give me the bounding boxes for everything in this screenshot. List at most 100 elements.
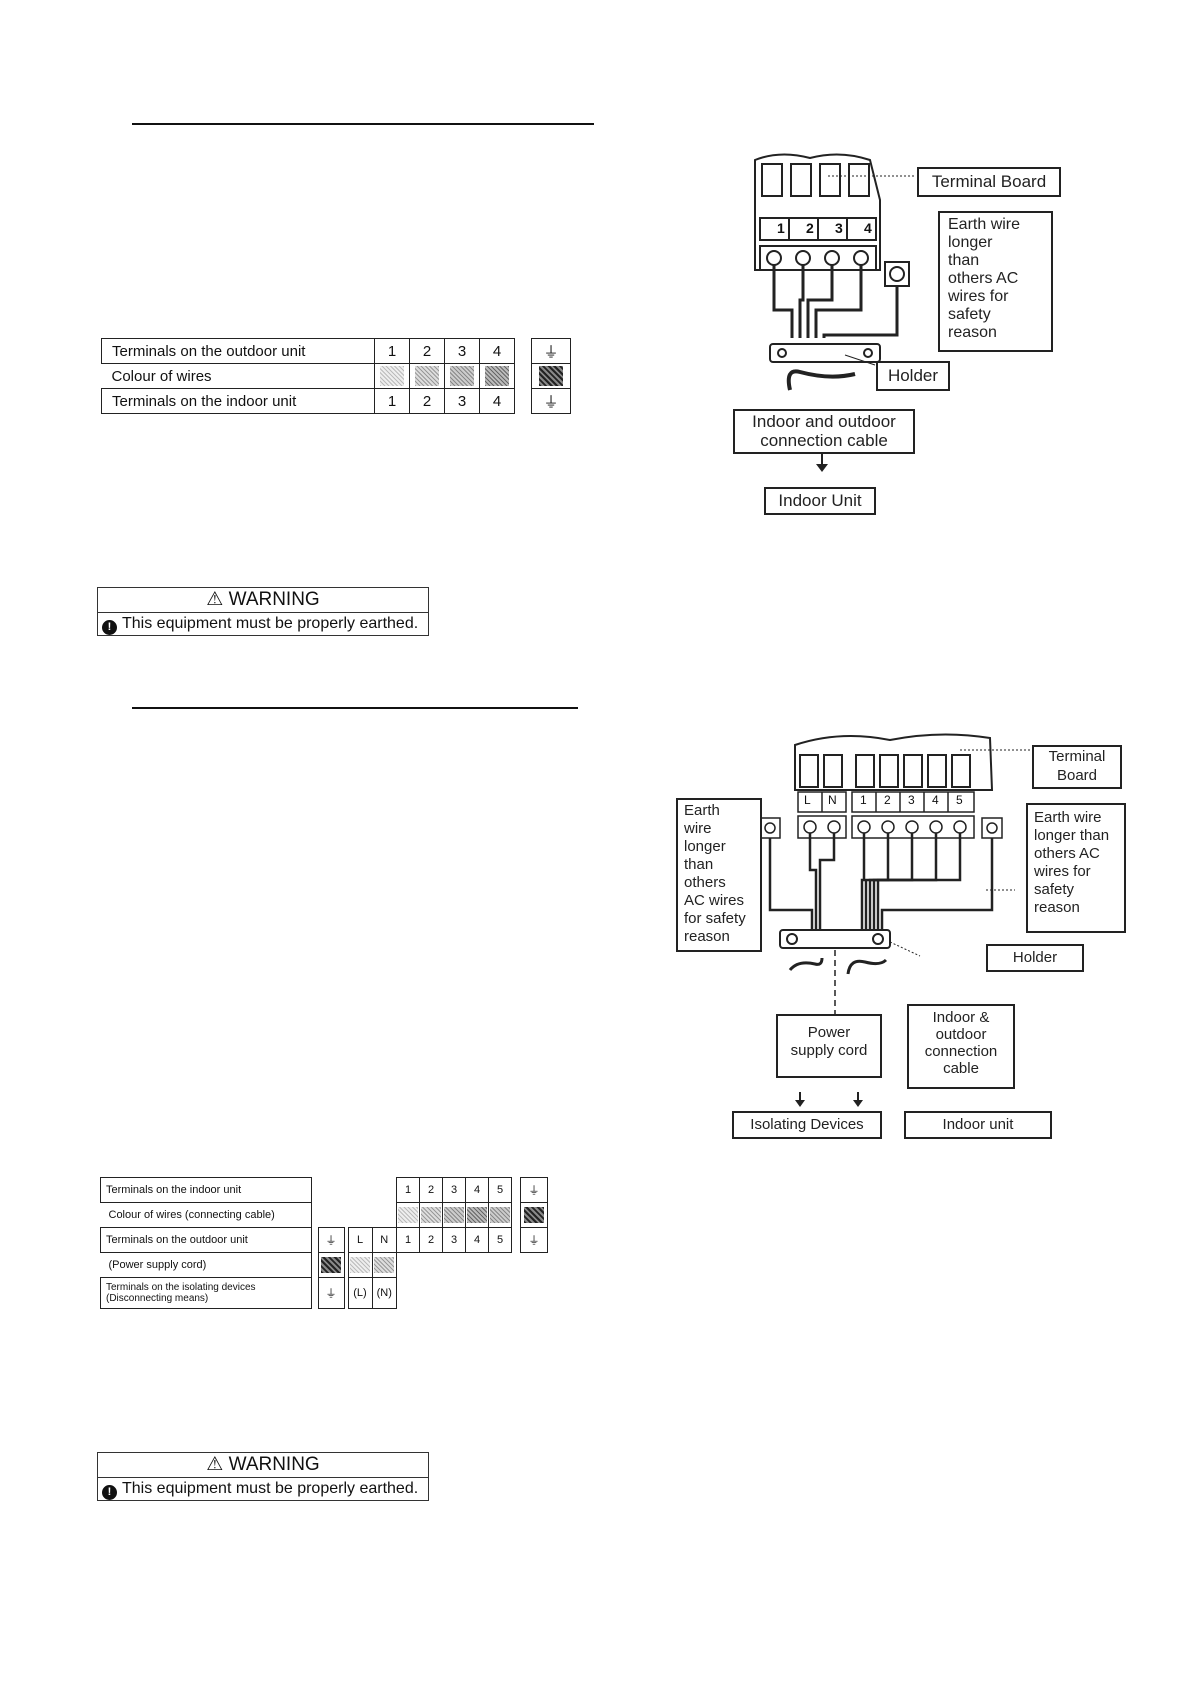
s2-earth-note-right-line: reason — [1034, 899, 1080, 916]
s1-warning-title: ⚠ WARNING — [98, 588, 428, 613]
mandatory-icon: ! — [102, 620, 117, 635]
s2-indoor-terminal-4: 4 — [465, 1177, 489, 1203]
s2-wire-colour-4 — [465, 1202, 489, 1228]
s1-cable-line: connection cable — [760, 431, 888, 450]
s2-cable-line: cable — [943, 1060, 979, 1077]
s2-outdoor-terminal-1: 1 — [396, 1227, 420, 1253]
s2-isolating-earth-icon: ⏚ — [317, 1277, 345, 1309]
s1-earth-note-line: than — [948, 252, 980, 269]
s2-wire-colour-3 — [442, 1202, 466, 1228]
s1-terminal-label-1: 1 — [777, 220, 785, 236]
s2-earth-note-left-line: for safety — [684, 910, 746, 927]
s1-outdoor-terminal-1: 1 — [374, 338, 410, 364]
s2-cable-line: outdoor — [935, 1026, 987, 1043]
s2-power-colour-L — [347, 1252, 373, 1278]
s2-earth-note-left: Earth wire longer than others AC wires f… — [676, 798, 762, 952]
s1-terminal-board-label: Terminal Board — [917, 167, 1061, 197]
s2-row-indoor-label: Terminals on the indoor unit — [100, 1177, 312, 1203]
s2-warning-body: !This equipment must be properly earthed… — [98, 1478, 428, 1500]
s2-wire-colour-2 — [419, 1202, 443, 1228]
s2-terminal-2: 2 — [884, 793, 891, 807]
s2-row-isolating-label: Terminals on the isolating devices (Disc… — [100, 1277, 312, 1309]
s1-wire-colour-2 — [409, 363, 445, 389]
s2-outdoor-terminal-3: 3 — [442, 1227, 466, 1253]
s1-terminal-label-3: 3 — [835, 220, 843, 236]
s1-earth-note-line: wires for — [948, 288, 1009, 305]
s1-wire-colour-4 — [479, 363, 515, 389]
s1-earth-note-line: safety — [948, 306, 991, 323]
s2-outdoor-terminal-4: 4 — [465, 1227, 489, 1253]
s2-power-cord-line: Power — [807, 1024, 851, 1041]
s2-outdoor-terminal-2: 2 — [419, 1227, 443, 1253]
s2-outdoor-terminal-L: L — [347, 1227, 373, 1253]
s1-earth-note-line: others AC — [948, 270, 1019, 287]
s1-earth-wire-note: Earth wire longer than others AC wires f… — [938, 211, 1053, 352]
s2-earth-note-left-line: others — [684, 874, 726, 891]
s2-terminal-5: 5 — [956, 793, 963, 807]
s1-connection-cable-label: Indoor and outdoor connection cable — [733, 409, 915, 454]
s2-isolating-terminal-L: (L) — [347, 1277, 373, 1309]
s2-wire-colour-1 — [396, 1202, 420, 1228]
s2-isolating-label-line: (Disconnecting means) — [106, 1293, 209, 1304]
s2-isolating-terminal-N: (N) — [371, 1277, 397, 1309]
s2-earth-note-left-line: than — [684, 856, 714, 873]
s2-warning-box: ⚠ WARNING !This equipment must be proper… — [97, 1452, 429, 1501]
s1-outdoor-earth-icon: ⏚ — [531, 338, 571, 364]
section2-wiring-table: Terminals on the indoor unit 1 2 3 4 5 ⏚… — [100, 1177, 548, 1309]
s2-wire-colour-5 — [488, 1202, 512, 1228]
s1-outdoor-terminal-2: 2 — [409, 338, 445, 364]
s1-indoor-earth-icon: ⏚ — [531, 388, 571, 414]
s1-earth-note-line: longer — [948, 234, 993, 251]
section1-wiring-table: Terminals on the outdoor unit 1 2 3 4 ⏚ … — [101, 338, 571, 414]
s2-connection-cable-label: Indoor & outdoor connection cable — [907, 1004, 1015, 1089]
s2-terminal-1: 1 — [860, 793, 867, 807]
s2-wire-colour-earth — [520, 1202, 548, 1228]
s2-terminal-board-label: Terminal Board — [1032, 745, 1122, 789]
s2-warning-text: This equipment must be properly earthed. — [122, 1480, 419, 1497]
s2-board-line: Board — [1056, 767, 1098, 784]
s1-indoor-unit-label: Indoor Unit — [764, 487, 876, 515]
s1-outdoor-terminal-4: 4 — [479, 338, 515, 364]
section1-rule — [132, 123, 594, 125]
s2-cable-line: Indoor & — [932, 1009, 990, 1026]
s1-holder-label: Holder — [876, 361, 950, 391]
s2-power-terminal-L: L — [804, 793, 811, 807]
s2-terminal-4: 4 — [932, 793, 939, 807]
s2-indoor-terminal-5: 5 — [488, 1177, 512, 1203]
s2-outdoor-earth-icon-left: ⏚ — [317, 1227, 345, 1253]
s2-power-colour-earth — [317, 1252, 345, 1278]
s1-earth-note-line: reason — [948, 324, 997, 341]
s2-terminal-board-drawing — [760, 733, 1035, 1107]
s2-earth-note-right-line: longer than — [1034, 827, 1110, 844]
s1-terminal-board-drawing — [754, 153, 915, 472]
s2-row-power-cord-label: (Power supply cord) — [100, 1252, 312, 1278]
s1-terminal-label-4: 4 — [864, 220, 872, 236]
s2-earth-note-left-line: AC wires — [684, 892, 745, 909]
s1-warning-box: ⚠ WARNING !This equipment must be proper… — [97, 587, 429, 636]
s1-earth-note-line: Earth wire — [948, 216, 1021, 233]
s1-row-colour-label: Colour of wires — [101, 363, 375, 389]
s1-indoor-terminal-4: 4 — [479, 388, 515, 414]
s1-wire-colour-earth — [531, 363, 571, 389]
s2-earth-note-right-line: safety — [1034, 881, 1075, 898]
section2-rule — [132, 707, 578, 709]
s2-indoor-terminal-3: 3 — [442, 1177, 466, 1203]
s2-cable-line: connection — [924, 1043, 998, 1060]
s1-indoor-terminal-1: 1 — [374, 388, 410, 414]
s2-indoor-earth-icon: ⏚ — [520, 1177, 548, 1203]
s2-indoor-unit-label: Indoor unit — [904, 1111, 1052, 1139]
s2-power-colour-N — [371, 1252, 397, 1278]
s2-earth-note-left-line: Earth — [684, 802, 720, 819]
s2-outdoor-earth-icon-right: ⏚ — [520, 1227, 548, 1253]
s2-warning-title: ⚠ WARNING — [98, 1453, 428, 1478]
s2-board-line: Terminal — [1048, 748, 1106, 765]
s2-isolating-label-line: Terminals on the isolating devices — [106, 1282, 256, 1293]
s1-terminal-label-2: 2 — [806, 220, 814, 236]
s2-earth-note-left-line: longer — [684, 838, 726, 855]
s2-power-terminal-N: N — [828, 793, 837, 807]
s1-indoor-terminal-2: 2 — [409, 388, 445, 414]
s1-wire-colour-3 — [444, 363, 480, 389]
s2-outdoor-terminal-N: N — [371, 1227, 397, 1253]
s2-earth-note-right-line: Earth wire — [1034, 809, 1102, 826]
s2-outdoor-terminal-5: 5 — [488, 1227, 512, 1253]
